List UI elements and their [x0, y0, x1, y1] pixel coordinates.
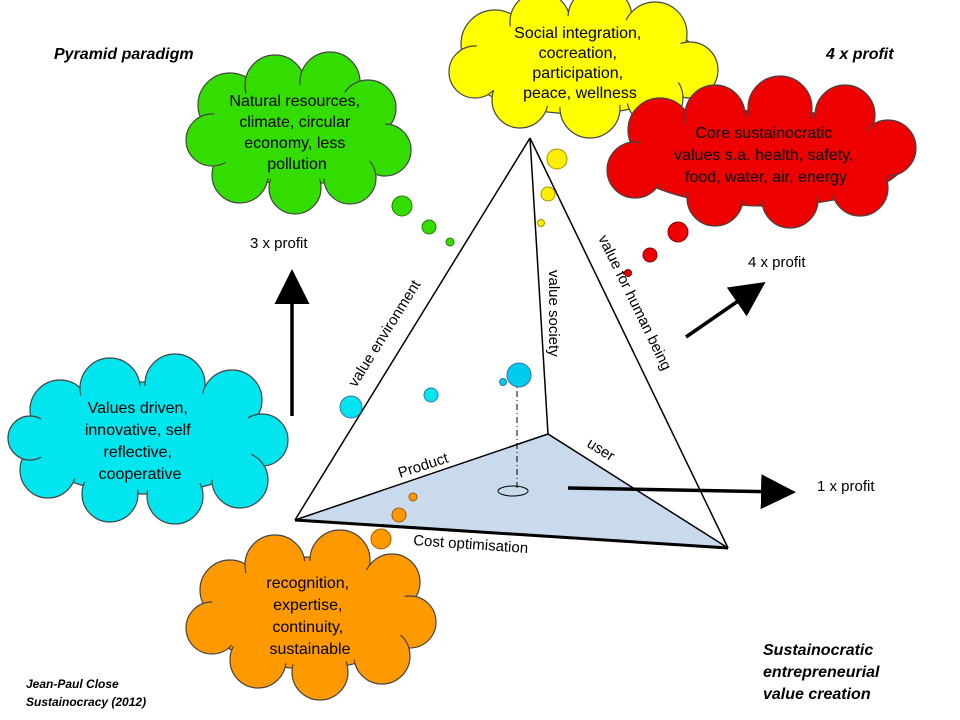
credit-author: Jean-Paul Close	[26, 677, 119, 691]
label-value-human-being: value for human being	[594, 232, 674, 373]
arrow-1x-profit	[567, 474, 796, 510]
orange-line-4: sustainable	[270, 641, 351, 658]
center-top-circle	[506, 362, 532, 388]
cyan-line-3: reflective,	[104, 444, 172, 461]
yellow-line-1: Social integration,	[514, 25, 641, 42]
edge-environment	[294, 137, 531, 521]
bubbles-cyan	[339, 387, 439, 419]
green-line-3: economy, less	[244, 135, 345, 152]
cyan-line-4: cooperative	[99, 466, 182, 483]
orange-line-2: expertise,	[273, 597, 342, 614]
yellow-line-3: participation,	[532, 65, 623, 82]
arrow-4x-profit	[685, 282, 766, 339]
credit-source: Sustainocracy (2012)	[26, 695, 147, 709]
title-sustainocratic: Sustainocratic entrepreneurial value cre…	[763, 640, 879, 706]
red-line-3: food, water, air, energy	[685, 169, 847, 186]
yellow-line-4: peace, wellness	[523, 85, 637, 102]
cloud-recognition: recognition, expertise, continuity, sust…	[185, 529, 437, 701]
label-4x-profit: 4 x profit	[748, 254, 806, 271]
title-line-2: entrepreneurial	[763, 664, 880, 681]
svg-text:recognition, expertise,: recognition, expertise, continuity, sust…	[266, 575, 353, 658]
label-1x-profit: 1 x profit	[817, 478, 875, 495]
svg-text:Core sustainocratic valu: Core sustainocratic values s.a. health, …	[674, 125, 858, 186]
cloud-social-integration: Social integration, cocreation, particip…	[448, 0, 719, 139]
center-base-ellipse	[497, 485, 529, 497]
edge-society	[529, 137, 549, 435]
cloud-core-values: Core sustainocratic values s.a. health, …	[606, 75, 917, 229]
header-pyramid-paradigm: Pyramid paradigm	[54, 46, 194, 63]
orange-line-1: recognition,	[266, 575, 349, 592]
yellow-line-2: cocreation,	[539, 45, 617, 62]
green-line-1: Natural resources,	[229, 93, 360, 110]
label-value-society: value society	[545, 270, 562, 357]
cyan-line-2: innovative, self	[85, 422, 191, 439]
red-line-1: Core sustainocratic	[695, 125, 832, 142]
label-cost-optimisation: Cost optimisation	[413, 532, 529, 557]
svg-text:Values driven, innovativ: Values driven, innovative, self reflecti…	[85, 400, 195, 483]
bubbles-red	[624, 221, 689, 277]
base-edge-cost	[294, 518, 729, 550]
svg-text:Natural resources, clima: Natural resources, climate, circular eco…	[229, 93, 364, 173]
title-line-3: value creation	[763, 686, 871, 703]
red-line-2: values s.a. health, safety,	[674, 147, 853, 164]
author-credit: Jean-Paul Close Sustainocracy (2012)	[26, 675, 146, 711]
svg-text:Social integration, cocr: Social integration, cocreation, particip…	[514, 25, 646, 102]
bubbles-green	[391, 195, 455, 247]
green-line-4: pollution	[267, 156, 327, 173]
cyan-line-1: Values driven,	[88, 400, 188, 417]
center-small-circle	[499, 378, 507, 386]
cloud-natural-resources: Natural resources, climate, circular eco…	[185, 51, 412, 215]
green-line-2: climate, circular	[239, 114, 351, 131]
cloud-values-driven: Values driven, innovative, self reflecti…	[7, 353, 289, 525]
bubbles-orange	[370, 492, 418, 550]
bubbles-yellow	[537, 148, 568, 227]
label-3x-profit: 3 x profit	[250, 235, 308, 252]
orange-line-3: continuity,	[272, 619, 343, 636]
title-line-1: Sustainocratic	[763, 642, 874, 659]
header-4x-profit: 4 x profit	[826, 46, 894, 63]
edge-human	[529, 137, 729, 549]
